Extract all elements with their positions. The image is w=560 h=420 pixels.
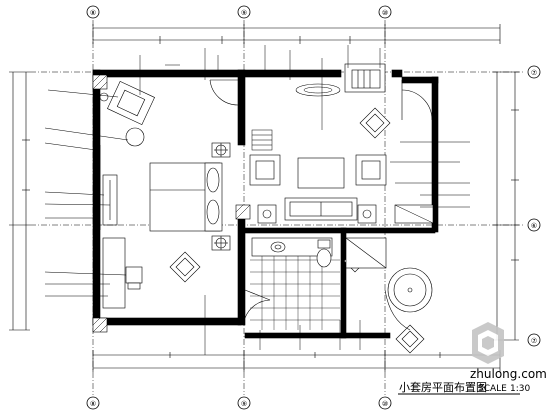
- doors: [209, 79, 433, 319]
- cabinet-diagonal: [394, 204, 434, 224]
- axis-label-top-3: ⑩: [382, 9, 388, 17]
- axis-label-right-3: ⑦: [531, 337, 537, 345]
- axis-label-right-1: ⑦: [531, 69, 537, 77]
- side-table: [125, 127, 145, 147]
- side-tables: [257, 204, 377, 224]
- lamp-crosshairs: [214, 143, 228, 250]
- ceiling-light-inner: [303, 86, 333, 94]
- axis-label-right-2: ⑥: [531, 222, 537, 230]
- windows: [95, 145, 118, 230]
- walls: [92, 69, 439, 339]
- coffee-table: [297, 157, 345, 189]
- axis-label-top-1: ⑧: [90, 9, 96, 17]
- column-hatching: [92, 74, 251, 333]
- left-dimension-lines: [9, 71, 30, 331]
- annotation-leaders-bottom: [204, 295, 361, 355]
- floor-lamp: [99, 92, 109, 102]
- axis-labels: ⑧ ⑨ ⑩ ⑧ ⑨ ⑩ ⑦ ⑥ ⑦: [90, 9, 537, 408]
- bathroom-fixtures: [251, 237, 333, 268]
- lounge-chairs: [249, 154, 387, 186]
- top-dimension-lines: [92, 24, 501, 44]
- drawing-title: 小套房平面布置图: [399, 381, 487, 394]
- axis-label-bottom-2: ⑨: [241, 400, 247, 408]
- desk-chair: [125, 266, 143, 290]
- scale-label: SCALE: [478, 384, 507, 394]
- bathroom-tiles: [250, 255, 340, 330]
- stair-hatch: [251, 129, 273, 151]
- sofa: [284, 197, 358, 221]
- axis-label-bottom-3: ⑩: [382, 400, 388, 408]
- watermark-brand: zhulong.com: [470, 367, 547, 381]
- tv-cabinet: [102, 237, 126, 309]
- annotation-leaders-left: [44, 89, 129, 297]
- wardrobe: [351, 69, 381, 89]
- armchair: [107, 80, 155, 126]
- axis-label-top-2: ⑨: [241, 9, 247, 17]
- axis-markers: [86, 5, 541, 410]
- annotation-leaders-right: [390, 141, 470, 208]
- annotation-leaders-top: [139, 45, 381, 130]
- axis-label-bottom-1: ⑧: [90, 400, 96, 408]
- zhulong-logo-icon: [472, 322, 504, 364]
- shower-area: [345, 237, 433, 331]
- scale-value: 1:30: [510, 384, 530, 394]
- bed: [149, 162, 223, 232]
